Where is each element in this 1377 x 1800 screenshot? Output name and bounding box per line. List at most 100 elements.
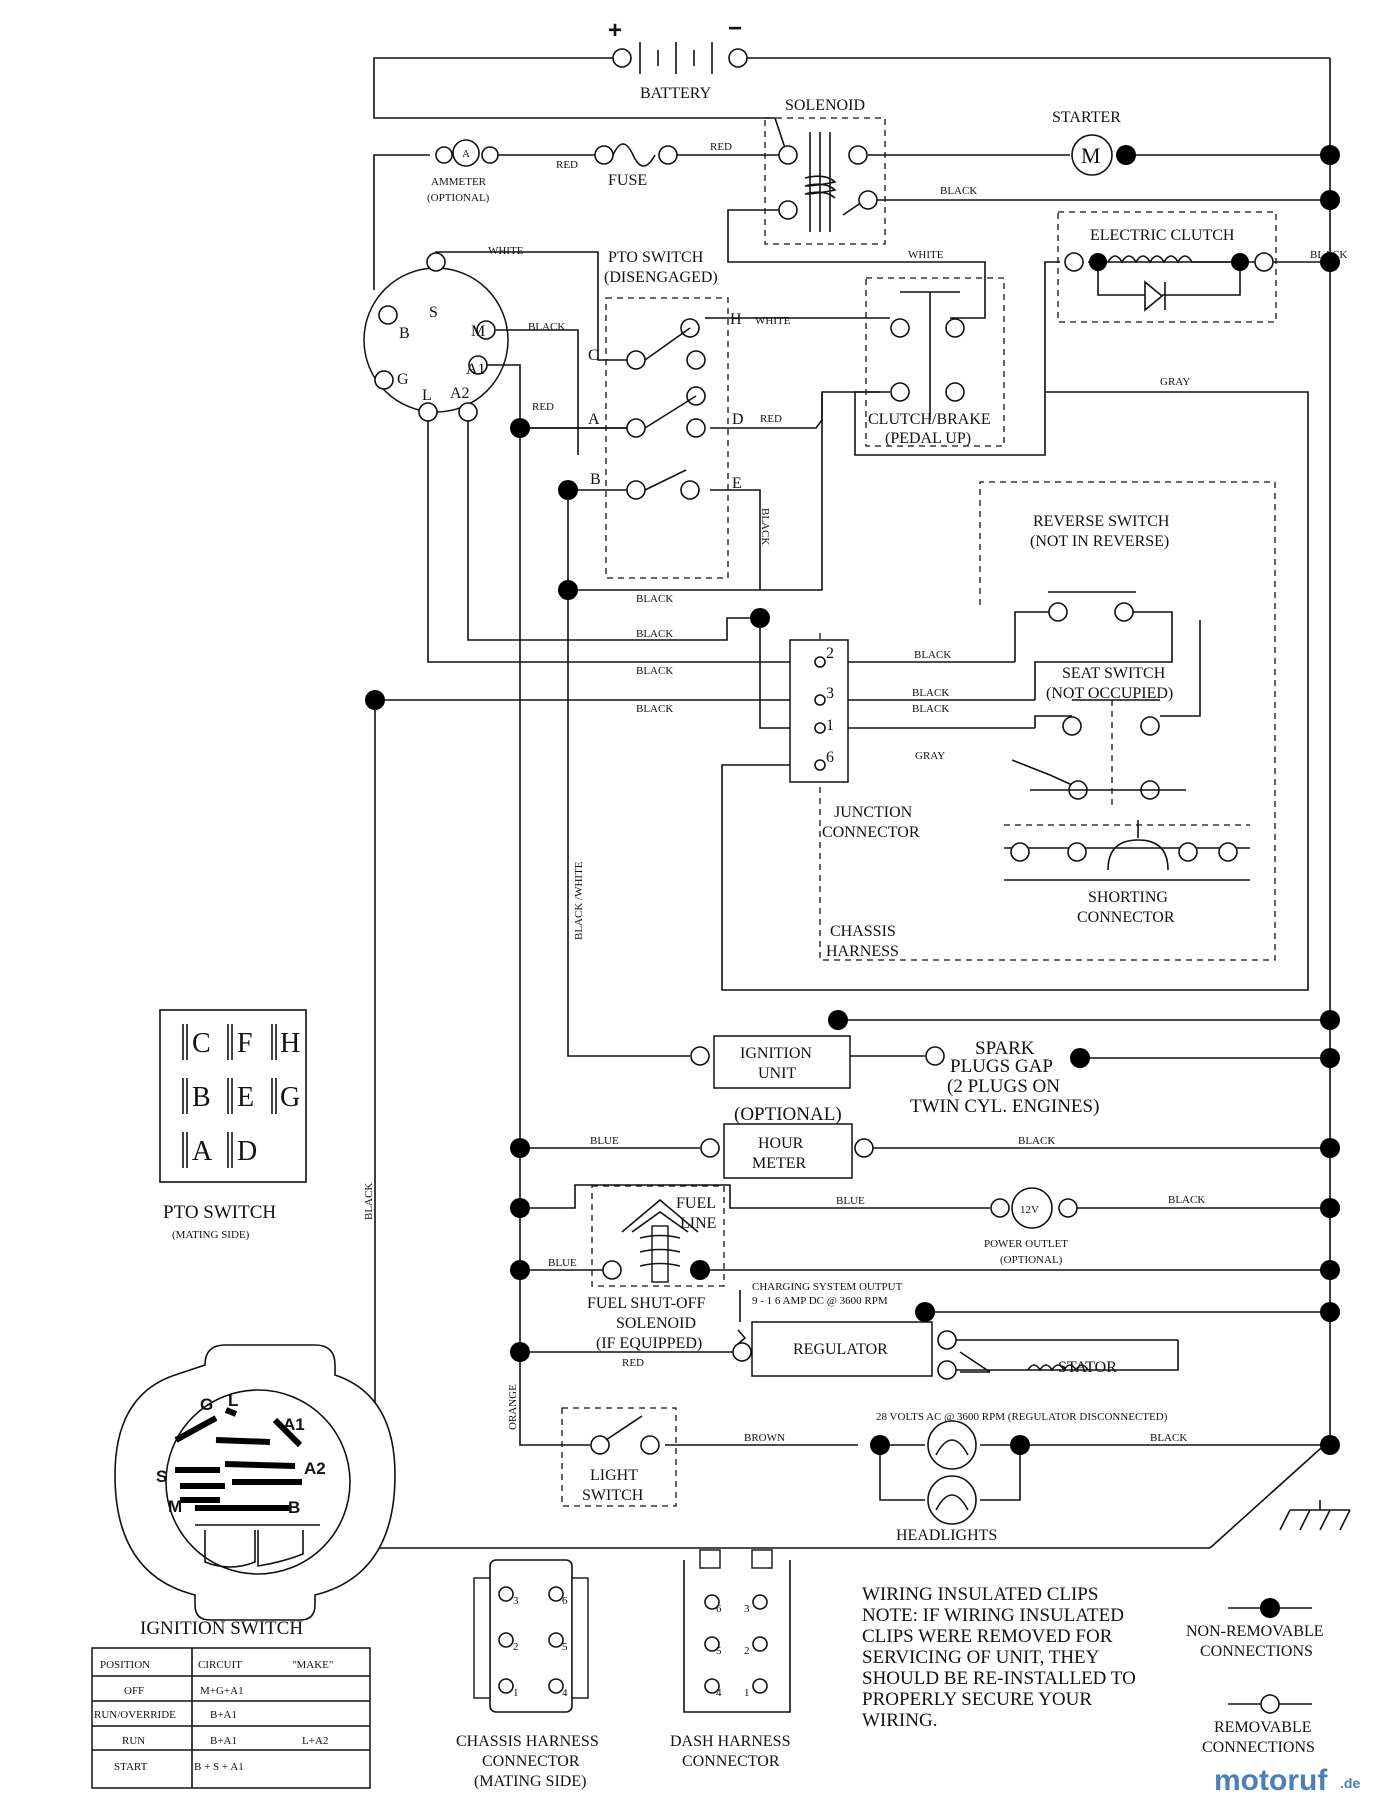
pto-mating-c: C [192,1028,211,1059]
ignition-switch-terminals: S B M A1 G L A2 [363,252,509,422]
battery-plus-symbol: + [608,17,622,44]
wiring-note: WIRING INSULATED CLIPS NOTE: IF WIRING I… [862,1584,1136,1731]
spark-plugs: SPARK PLUGS GAP (2 PLUGS ON TWIN CYL. EN… [910,1038,1099,1117]
headlights-label: HEADLIGHTS [896,1527,997,1544]
stator-label: STATOR [1058,1359,1117,1376]
wire-label-black-11: BLACK [912,703,949,715]
electric-clutch-label: ELECTRIC CLUTCH [1090,227,1235,244]
legend-removable-label-2: CONNECTIONS [1202,1739,1315,1756]
chassis-connector-pin-6: 6 [562,1595,568,1607]
spark-plugs-label-2: PLUGS GAP [950,1056,1053,1077]
note-line-2: NOTE: IF WIRING INSULATED [862,1605,1124,1626]
junction-pin-2: 2 [826,645,834,662]
legend: NON-REMOVABLE CONNECTIONS REMOVABLE CONN… [1186,1598,1323,1756]
headlights: HEADLIGHTS [870,1420,1030,1544]
pto-switch-state-label: (DISENGAGED) [604,269,718,286]
clutch-brake-label: CLUTCH/BRAKE [868,411,991,428]
solenoid: SOLENOID [764,97,886,245]
legend-non-removable-label-2: CONNECTIONS [1200,1643,1313,1660]
ignition-table-row-2-circuit: B+A1 [210,1709,237,1721]
seat-switch-label: SEAT SWITCH [1062,665,1166,682]
wire-label-red-5: RED [622,1357,644,1369]
ignition-switch-connector: G L A1 A2 S M B IGNITION SWITCH [114,1344,396,1639]
ignition-terminal-b: B [399,325,410,342]
chassis-connector-label-3: (MATING SIDE) [474,1773,586,1790]
pto-terminal-b: B [590,471,601,488]
ignition-terminal-l: L [422,387,432,404]
battery-label: BATTERY [640,85,712,102]
legend-removable-dot [1260,1694,1280,1714]
seat-switch-state-label: (NOT OCCUPIED) [1046,685,1173,702]
wire-label-black-10: BLACK [912,687,949,699]
power-outlet-optional-label: (OPTIONAL) [1000,1254,1063,1266]
wire-label-gray-1: GRAY [1160,376,1190,388]
shorting-connector-label-2: CONNECTOR [1077,909,1175,926]
dash-connector-pin-6: 6 [716,1603,722,1615]
ignition-connector-m: M [168,1497,182,1516]
pto-mating-d: D [237,1136,257,1167]
ignition-connector-b: B [288,1498,300,1517]
note-line-1: WIRING INSULATED CLIPS [862,1584,1098,1605]
ignition-table-row-3-position: RUN [122,1735,145,1747]
ignition-table-row-4-position: START [114,1761,148,1773]
junction-pin-6: 6 [826,749,834,766]
starter-motor-symbol: M [1081,143,1101,168]
note-line-6: PROPERLY SECURE YOUR [862,1689,1092,1710]
fuse-label: FUSE [608,172,647,189]
light-switch-label-2: SWITCH [582,1487,644,1504]
ignition-connector-g: G [200,1395,213,1414]
regulator-label: REGULATOR [793,1341,888,1358]
chassis-connector-pin-5: 5 [562,1641,568,1653]
charging-output-label: CHARGING SYSTEM OUTPUT [752,1281,903,1293]
wire-label-black-4: BLACK [759,508,771,545]
spark-plugs-label: SPARK [975,1038,1035,1059]
ignition-connector-blades [174,1407,303,1511]
shorting-connector-label: SHORTING [1088,889,1168,906]
legend-non-removable-label: NON-REMOVABLE [1186,1623,1323,1640]
chassis-harness-label-2: HARNESS [826,943,899,960]
dash-connector-pin-4: 4 [716,1687,722,1699]
wire-label-black-12: BLACK [363,1183,375,1220]
pto-terminal-h: H [730,311,742,328]
fuel-shutoff-label: FUEL SHUT-OFF [587,1295,706,1312]
watermark-logo: motoruf [1214,1764,1328,1797]
pto-terminal-d: D [732,411,744,428]
dash-harness-connector: 6 3 5 2 4 1 DASH HARNESS CONNECTOR [670,1549,791,1770]
junction-connector-label: JUNCTION [834,804,913,821]
pto-mating-h: H [280,1028,300,1059]
ammeter-label: AMMETER [431,176,487,188]
junction-pin-3: 3 [826,685,834,702]
ignition-connector-a2: A2 [304,1459,326,1478]
chassis-connector-label-2: CONNECTOR [482,1753,580,1770]
hour-meter: (OPTIONAL) HOUR METER [700,1104,874,1179]
pto-mating-brackets [182,1024,277,1168]
dash-connector-pin-1: 1 [744,1687,750,1699]
pto-mating-e: E [237,1082,254,1113]
ignition-table-header-position: POSITION [100,1659,150,1671]
wire-label-white-1: WHITE [908,249,944,261]
wire-label-gray-2: GRAY [915,750,945,762]
ignition-table-row-4-circuit: B + S + A1 [194,1761,244,1773]
wire-label-red-1: RED [556,159,578,171]
wire-label-red-3: RED [532,401,554,413]
ignition-terminal-a1: A1 [466,361,486,378]
fuel-line-label-2: LINE [680,1215,716,1232]
wire-label-blue-1: BLUE [590,1135,619,1147]
battery: + − BATTERY [608,15,748,102]
wire-label-white-2: WHITE [488,245,524,257]
starter-label: STARTER [1052,109,1121,126]
wire-label-blue-2: BLUE [836,1195,865,1207]
ammeter-optional-label: (OPTIONAL) [427,192,490,204]
battery-positive-terminal [612,48,632,68]
wire-label-black-2: BLACK [1310,249,1347,261]
reverse-switch-label: REVERSE SWITCH [1033,513,1170,530]
wire-label-brown: BROWN [744,1432,785,1444]
wire-label-black-3: BLACK [528,321,565,333]
ignition-table-row-1-position: OFF [124,1685,144,1697]
wire-label-black-13: BLACK [1018,1135,1055,1147]
pto-mating-side: C F H B E G A D PTO SWITCH (MATING SIDE) [159,1009,307,1241]
wire-label-black-7: BLACK [636,665,673,677]
dash-connector-pin-3: 3 [744,1603,750,1615]
ignition-table-row-1-circuit: M+G+A1 [200,1685,244,1697]
